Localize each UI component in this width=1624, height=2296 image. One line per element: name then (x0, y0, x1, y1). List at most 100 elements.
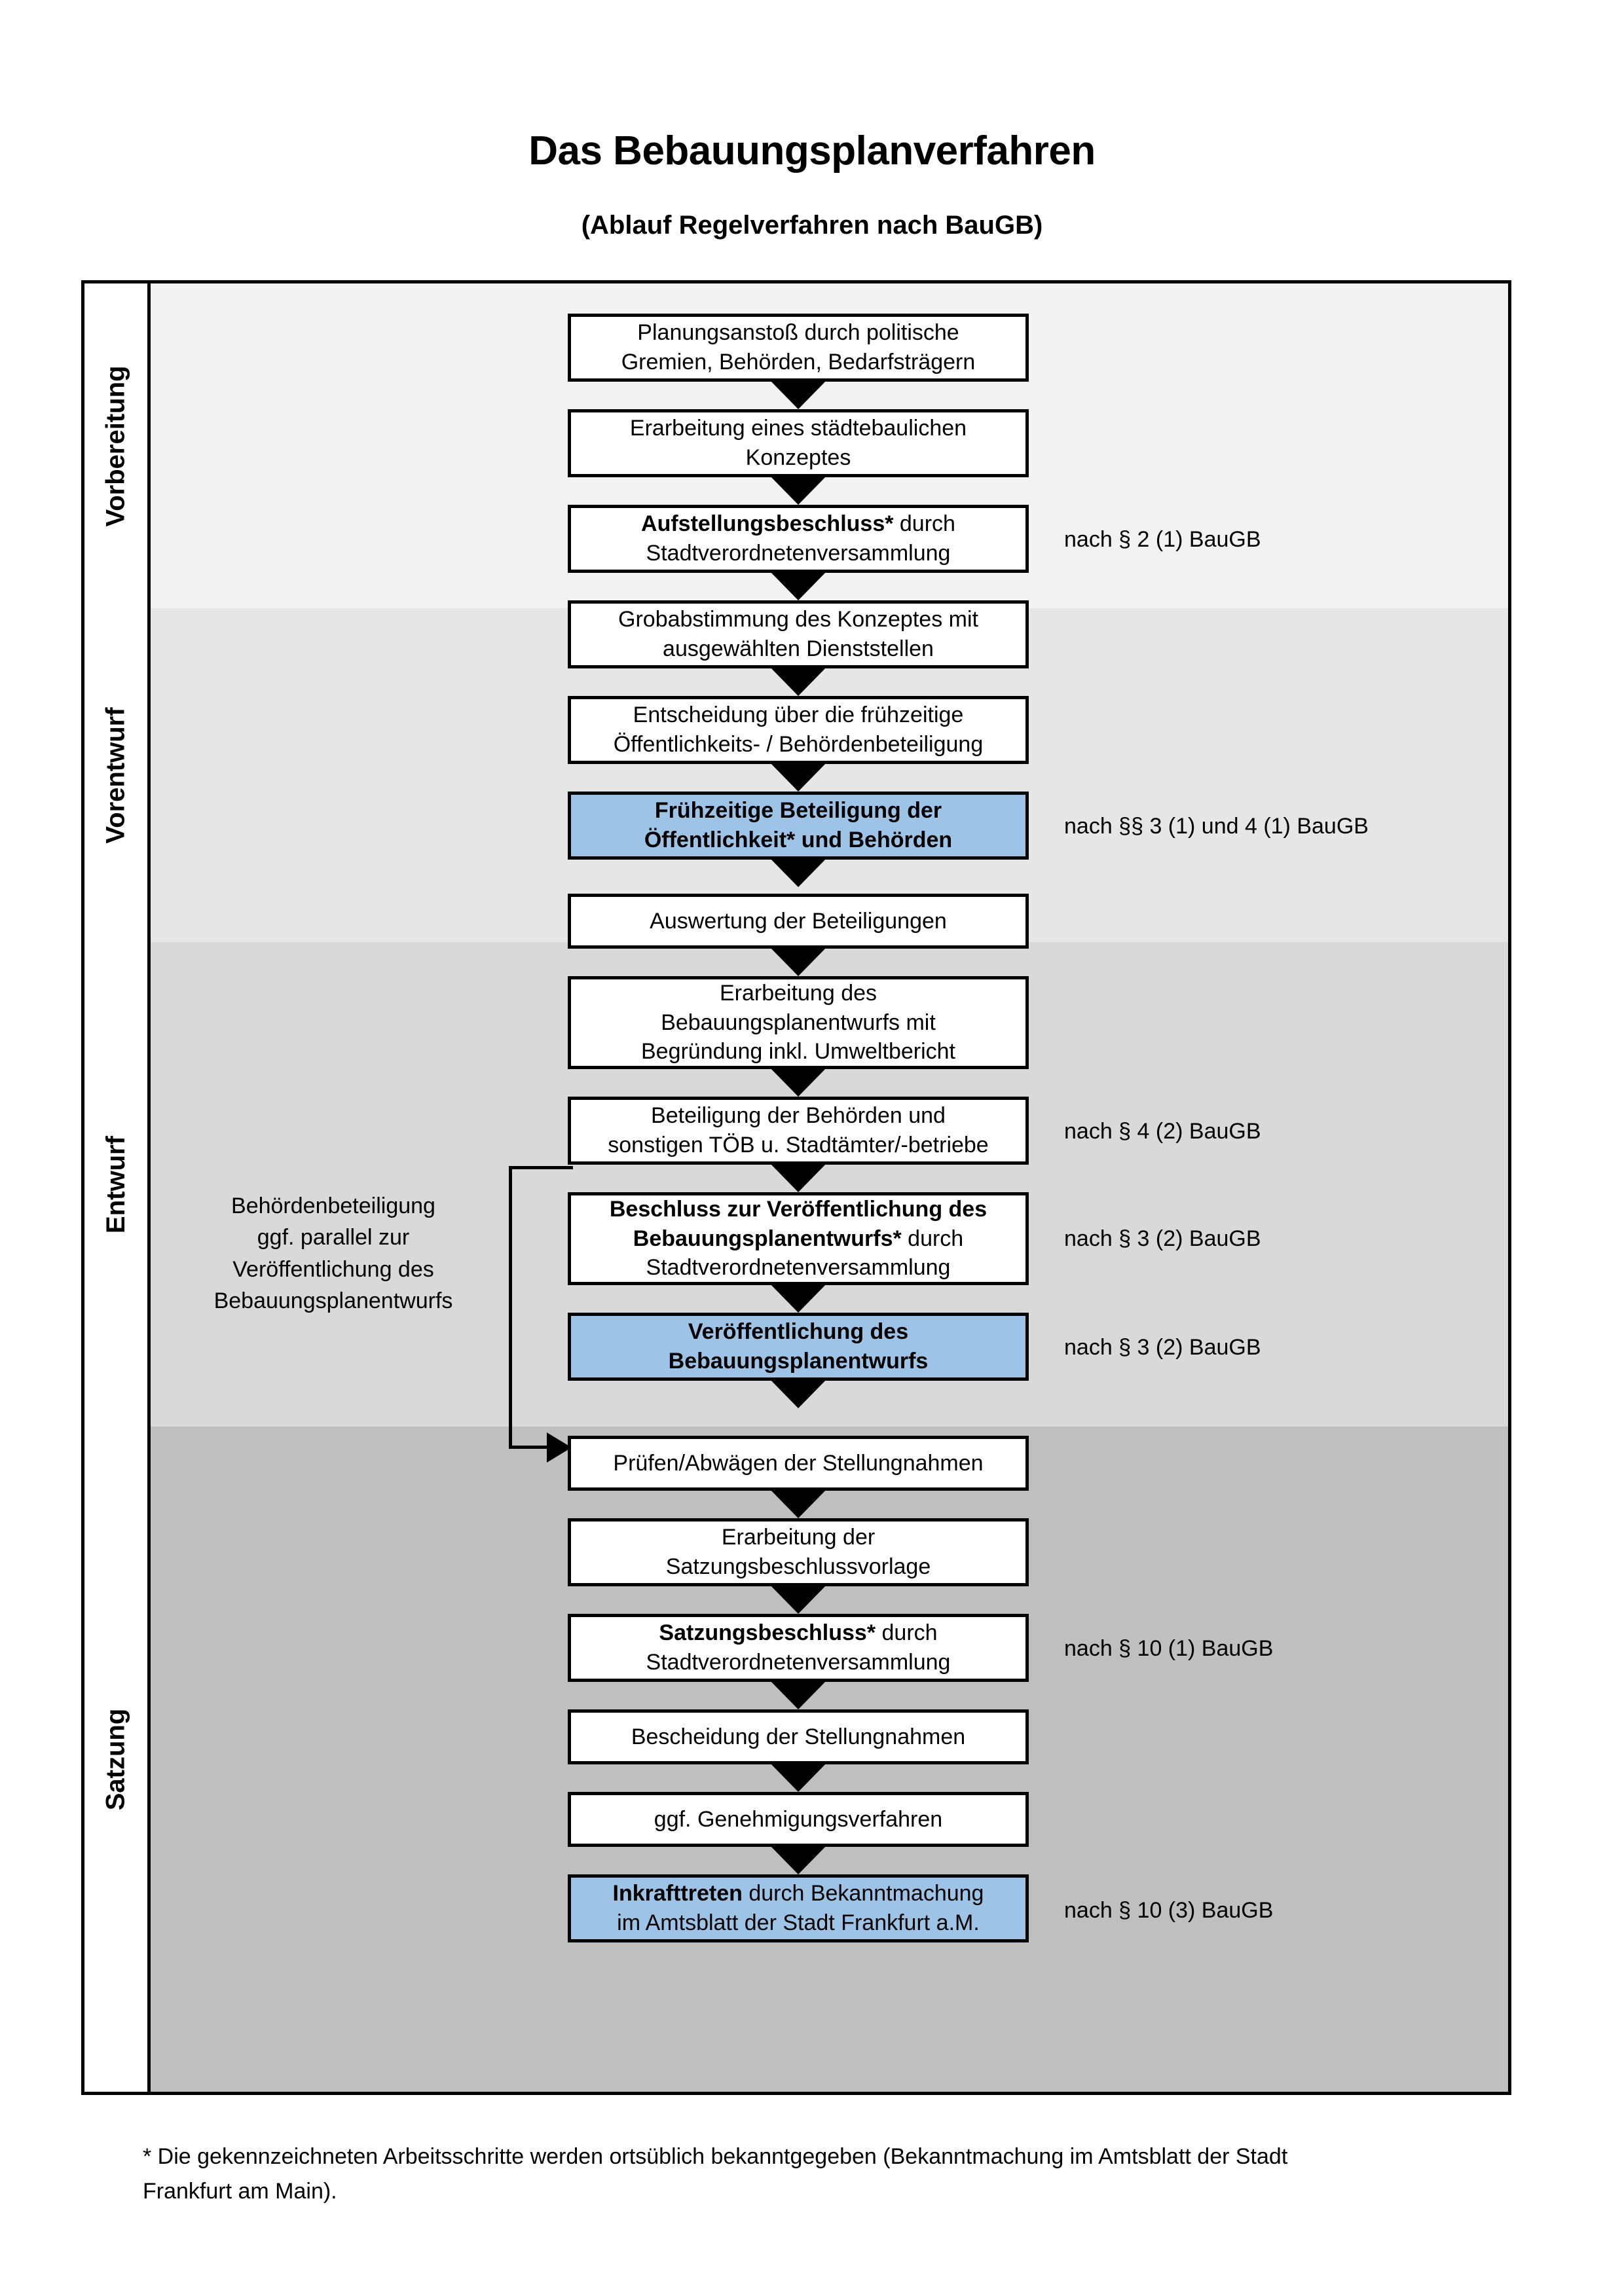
phase-label-text-vorbereitung: Vorbereitung (101, 365, 130, 526)
legal-reference-paragraph-3-1-4-1: nach §§ 3 (1) und 4 (1) BauGB (1064, 814, 1369, 839)
box-line: Grobabstimmung des Konzeptes mit (618, 607, 978, 632)
box-line: im Amtsblatt der Stadt Frankfurt a.M. (617, 1910, 980, 1935)
box-line: ausgewählten Dienststellen (663, 636, 934, 661)
box-line: Bebauungsplanentwurfs (668, 1349, 929, 1374)
box-line-bold: Inkrafttreten (612, 1881, 743, 1906)
box-line: Satzungsbeschlussvorlage (665, 1554, 931, 1579)
box-line: Entscheidung über die frühzeitige (633, 702, 964, 728)
box-line: Erarbeitung eines städtebaulichen (629, 416, 967, 441)
process-box-grobabstimmung[interactable]: Grobabstimmung des Konzeptes mit ausgewä… (568, 600, 1029, 668)
box-line: Inkrafttreten durch Bekanntmachung (578, 1879, 1019, 1908)
phase-label-text-vorentwurf: Vorentwurf (101, 706, 130, 844)
flow-arrow-icon (769, 475, 828, 505)
flow-arrow-icon (769, 761, 828, 792)
process-box-inkrafttreten[interactable]: Inkrafttreten durch Bekanntmachung im Am… (568, 1874, 1029, 1942)
box-line: Frühzeitige Beteiligung der (654, 798, 942, 824)
flow-arrow-icon (769, 1844, 828, 1874)
box-line: Auswertung der Beteiligungen (650, 908, 947, 934)
legal-reference-paragraph-3-2-a: nach § 3 (2) BauGB (1064, 1226, 1261, 1251)
process-box-pruefen-abwaegen[interactable]: Prüfen/Abwägen der Stellungnahmen (568, 1436, 1029, 1491)
box-line-bold: Bebauungsplanentwurfs* (633, 1226, 902, 1251)
flow-arrow-icon (769, 1679, 828, 1709)
side-note-line-2: ggf. parallel zur (257, 1225, 410, 1250)
box-line: Öffentlichkeits- / Behördenbeteiligung (613, 732, 984, 757)
flow-arrow-icon (769, 666, 828, 696)
box-line: Beteiligung der Behörden und (651, 1103, 946, 1129)
phase-label-vorbereitung: Vorbereitung (84, 283, 147, 608)
process-box-planungsanstoss[interactable]: Planungsanstoß durch politische Gremien,… (568, 314, 1029, 382)
flow-arrow-icon (769, 1584, 828, 1614)
box-line: Erarbeitung des (719, 980, 877, 1006)
flow-arrow-icon (769, 1378, 828, 1408)
process-box-beschluss-veroeffentlichung[interactable]: Beschluss zur Veröffentlichung des Bebau… (568, 1192, 1029, 1285)
box-line: Prüfen/Abwägen der Stellungnahmen (613, 1450, 984, 1476)
box-line-normal: durch (901, 1226, 964, 1251)
box-line: ggf. Genehmigungsverfahren (654, 1806, 943, 1832)
box-line-bold: Satzungsbeschluss* (659, 1620, 876, 1646)
box-line-bold: Aufstellungsbeschluss* (641, 511, 894, 537)
process-box-staedtebauliches-konzept[interactable]: Erarbeitung eines städtebaulichen Konzep… (568, 409, 1029, 477)
process-box-satzungsbeschlussvorlage[interactable]: Erarbeitung der Satzungsbeschlussvorlage (568, 1518, 1029, 1586)
legal-reference-paragraph-3-2-b: nach § 3 (2) BauGB (1064, 1335, 1261, 1360)
footnote-line-1: * Die gekennzeichneten Arbeitsschritte w… (143, 2144, 1288, 2169)
process-box-genehmigungsverfahren[interactable]: ggf. Genehmigungsverfahren (568, 1792, 1029, 1847)
box-line-normal: durch (893, 511, 955, 537)
box-line: Beschluss zur Veröffentlichung des (609, 1196, 987, 1222)
legal-reference-paragraph-2-1: nach § 2 (1) BauGB (1064, 527, 1261, 552)
box-line: Satzungsbeschluss* durch (578, 1618, 1019, 1648)
side-note-behoerdenbeteiligung: Behördenbeteiligung ggf. parallel zur Ve… (196, 1190, 471, 1317)
box-line-normal: durch Bekanntmachung (742, 1881, 984, 1906)
phase-label-text-satzung: Satzung (101, 1708, 130, 1810)
flow-arrow-icon (769, 1488, 828, 1518)
flow-arrow-icon (769, 1066, 828, 1097)
box-line: Öffentlichkeit* und Behörden (644, 828, 953, 852)
box-line: Konzeptes (745, 445, 851, 470)
flowchart-frame: Vorbereitung Vorentwurf Entwurf Satzung … (81, 280, 1511, 2095)
box-line: Erarbeitung der (721, 1525, 876, 1550)
box-line: Bebauungsplanentwurfs* durch (578, 1224, 1019, 1254)
box-line: Stadtverordnetenversammlung (646, 541, 951, 566)
process-box-auswertung-beteiligungen[interactable]: Auswertung der Beteiligungen (568, 894, 1029, 949)
box-line: Bescheidung der Stellungnahmen (631, 1724, 966, 1749)
box-line: Planungsanstoß durch politische (637, 320, 959, 346)
side-note-line-1: Behördenbeteiligung (231, 1194, 435, 1218)
side-note-line-3: Veröffentlichung des (232, 1256, 434, 1282)
box-line: Bebauungsplanentwurfs mit (661, 1010, 936, 1035)
flow-arrow-icon (769, 1762, 828, 1792)
box-line: Stadtverordnetenversammlung (646, 1650, 951, 1675)
flow-arrow-icon (769, 1162, 828, 1192)
flow-arrow-icon (769, 857, 828, 887)
bracket-arrowhead-icon (547, 1432, 572, 1463)
flow-arrow-icon (769, 946, 828, 976)
bracket-top-segment (509, 1166, 573, 1169)
process-box-satzungsbeschluss[interactable]: Satzungsbeschluss* durch Stadtverordnete… (568, 1614, 1029, 1682)
phase-label-vorentwurf: Vorentwurf (84, 608, 147, 942)
bracket-bottom-segment (509, 1446, 549, 1449)
flow-arrow-icon (769, 570, 828, 600)
process-box-fruehzeitige-beteiligung[interactable]: Frühzeitige Beteiligung der Öffentlichke… (568, 792, 1029, 860)
box-line-normal: durch (876, 1620, 938, 1646)
phase-label-satzung: Satzung (84, 1427, 147, 2092)
process-box-erarbeitung-bebauungsplanentwurf[interactable]: Erarbeitung des Bebauungsplanentwurfs mi… (568, 976, 1029, 1069)
page-subtitle: (Ablauf Regelverfahren nach BauGB) (581, 211, 1043, 240)
legal-reference-paragraph-4-2: nach § 4 (2) BauGB (1064, 1119, 1261, 1144)
flow-arrow-icon (769, 379, 828, 409)
phase-label-text-entwurf: Entwurf (101, 1135, 130, 1233)
process-box-entscheidung-fruehzeitige-beteiligung[interactable]: Entscheidung über die frühzeitige Öffent… (568, 696, 1029, 764)
label-column-divider (147, 283, 151, 2092)
bracket-vertical-segment (509, 1166, 512, 1449)
process-box-beteiligung-behoerden-toeb[interactable]: Beteiligung der Behörden und sonstigen T… (568, 1097, 1029, 1165)
legal-reference-paragraph-10-1: nach § 10 (1) BauGB (1064, 1636, 1274, 1661)
process-box-veroeffentlichung-entwurf[interactable]: Veröffentlichung des Bebauungsplanentwur… (568, 1313, 1029, 1381)
box-line: sonstigen TÖB u. Stadtämter/-betriebe (608, 1133, 989, 1157)
footnote: * Die gekennzeichneten Arbeitsschritte w… (143, 2140, 1518, 2208)
page-title: Das Bebauungsplanverfahren (528, 128, 1096, 173)
process-box-aufstellungsbeschluss[interactable]: Aufstellungsbeschluss* durch Stadtverord… (568, 505, 1029, 573)
side-note-line-4: Bebauungsplanentwurfs (213, 1288, 453, 1313)
box-line: Gremien, Behörden, Bedarfsträgern (621, 350, 976, 374)
legal-reference-paragraph-10-3: nach § 10 (3) BauGB (1064, 1898, 1274, 1923)
box-line: Begründung inkl. Umweltbericht (640, 1039, 956, 1065)
box-line: Aufstellungsbeschluss* durch (578, 509, 1019, 539)
box-line: Veröffentlichung des (688, 1319, 909, 1345)
process-box-bescheidung-stellungnahmen[interactable]: Bescheidung der Stellungnahmen (568, 1709, 1029, 1764)
